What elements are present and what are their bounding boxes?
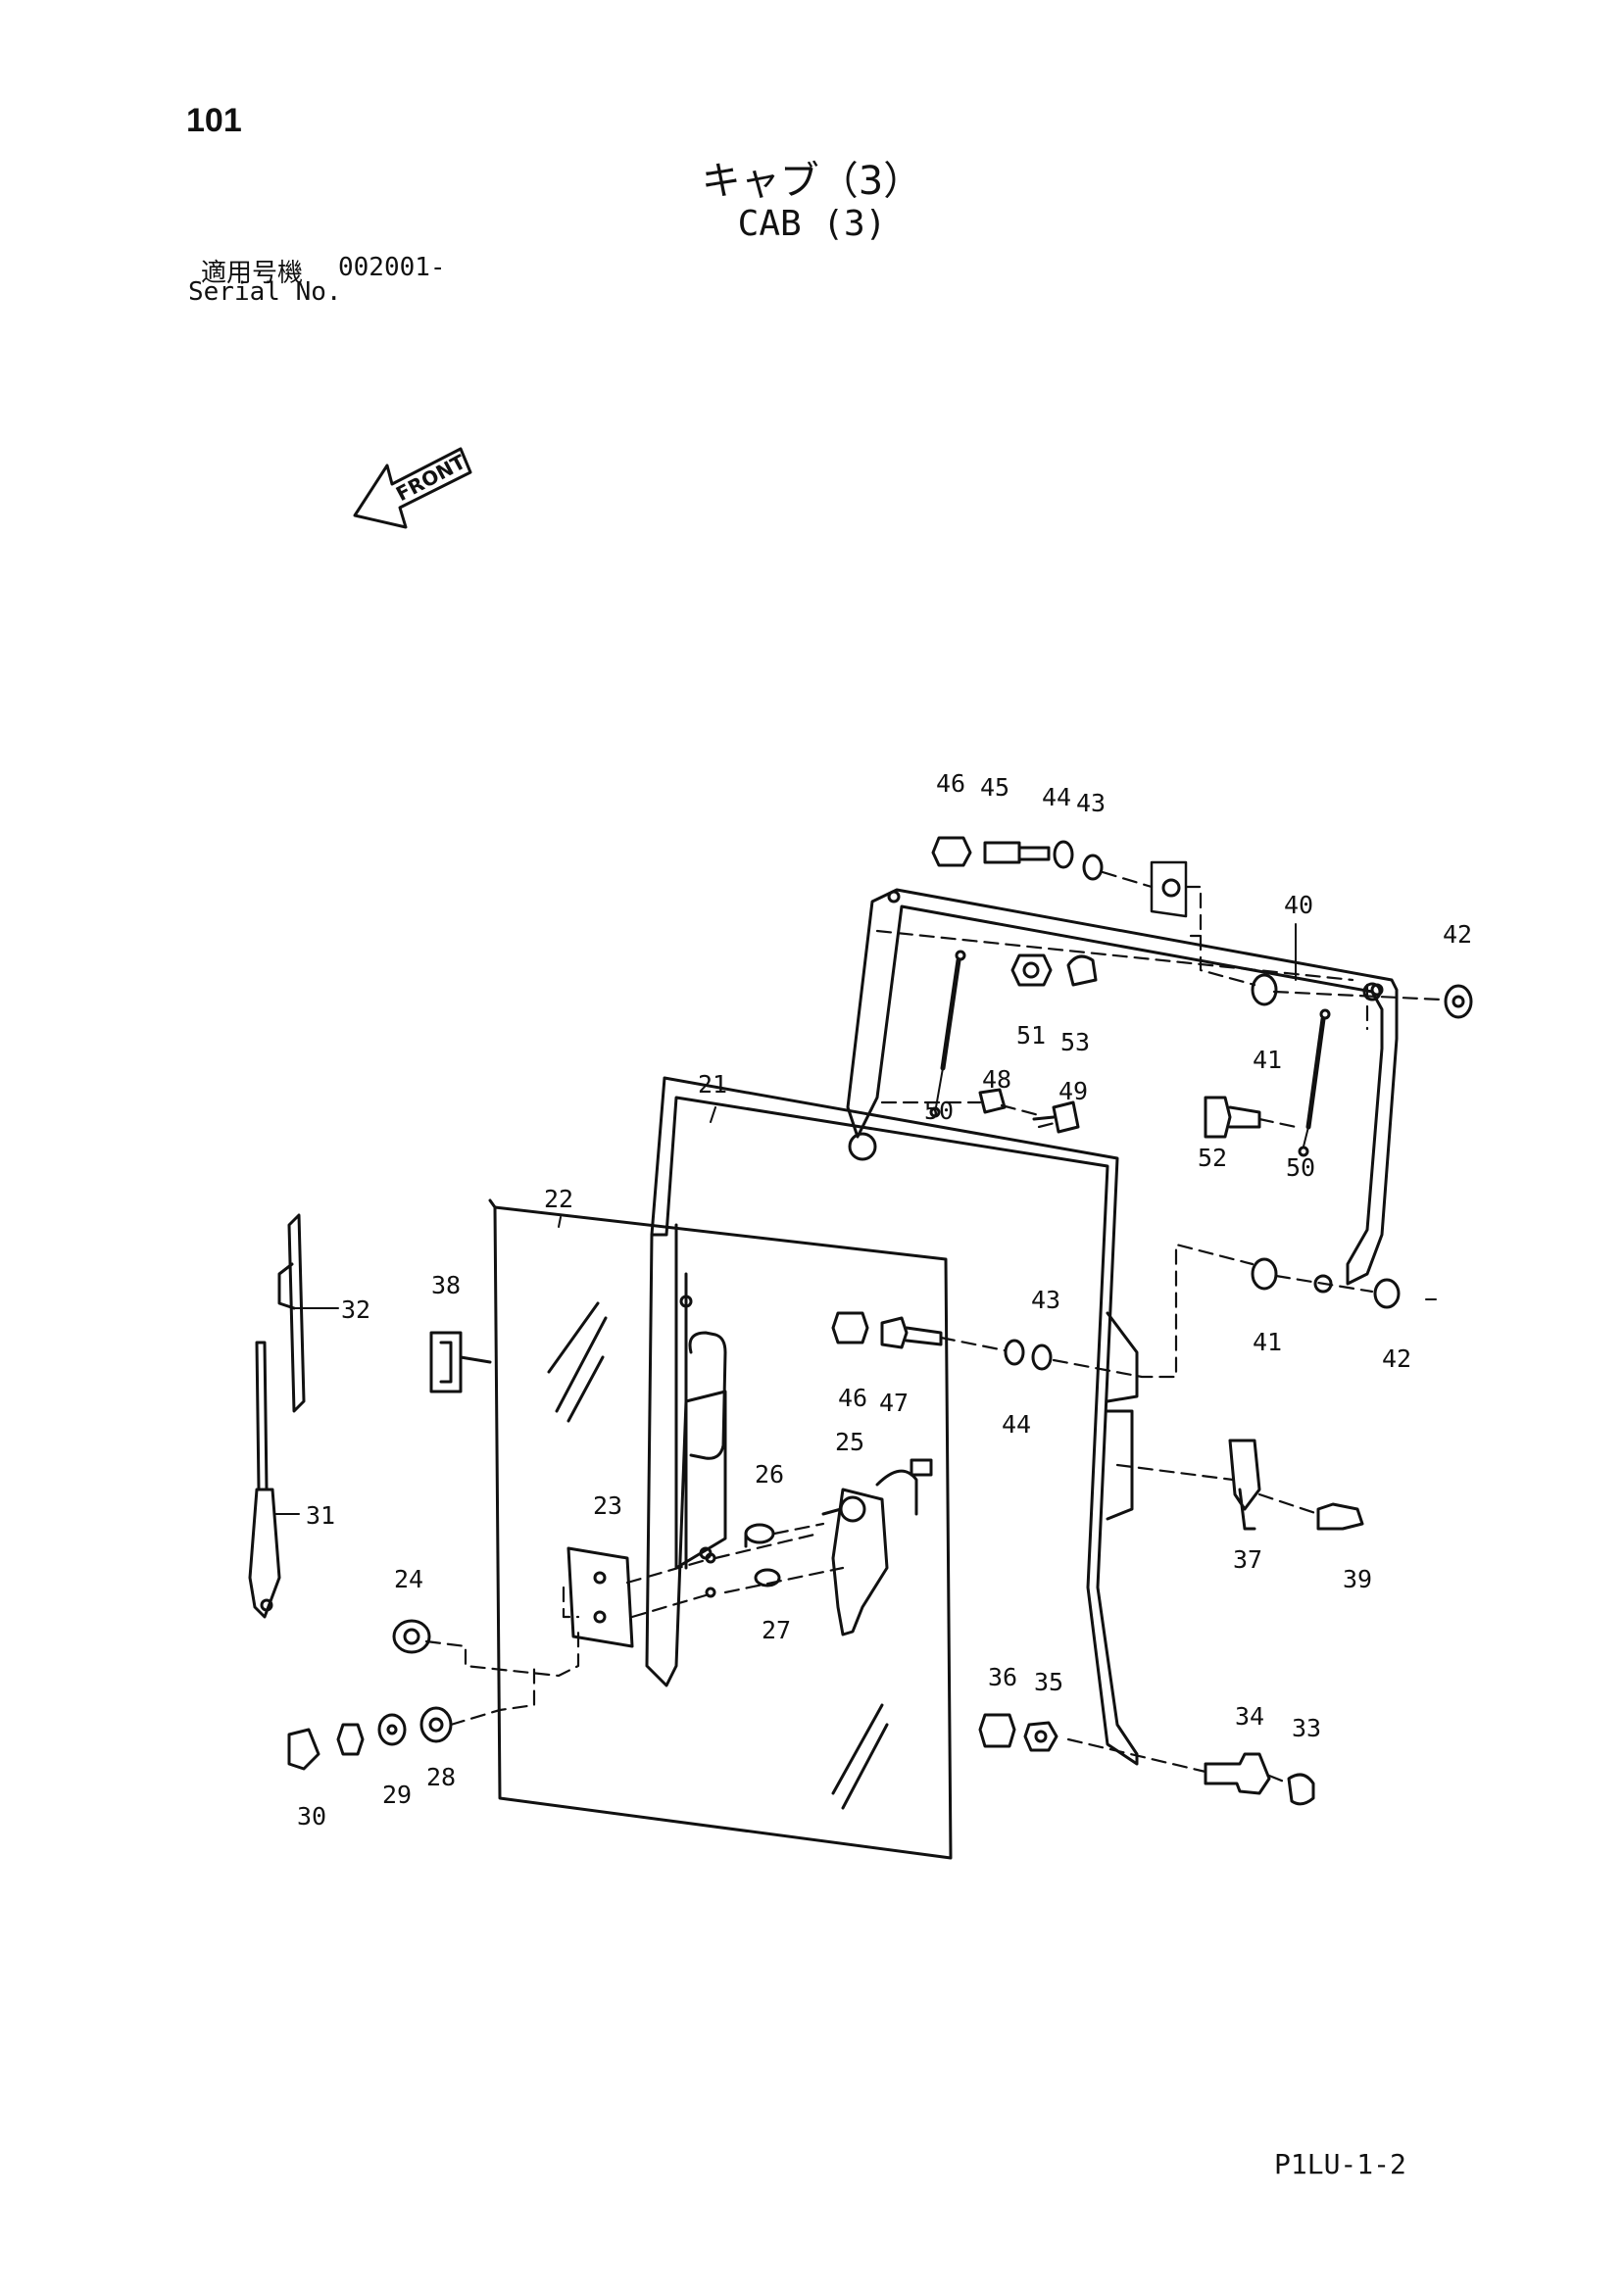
callout-48: 48 <box>982 1065 1011 1094</box>
callout-34: 34 <box>1235 1702 1264 1731</box>
cap-53 <box>1066 954 1098 987</box>
bolt-47 <box>880 1316 943 1349</box>
nut-51 <box>1010 953 1053 987</box>
callout-49: 49 <box>1058 1077 1088 1105</box>
gas-strut-right <box>1298 1008 1331 1157</box>
clip-48 <box>978 1088 1007 1114</box>
callout-52: 52 <box>1198 1144 1227 1172</box>
page-code: P1LU-1-2 <box>1274 2148 1406 2180</box>
grommet-28 <box>419 1706 453 1743</box>
latch-37 <box>1228 1439 1261 1531</box>
callout-44b: 44 <box>1002 1410 1031 1439</box>
washer-29 <box>377 1713 407 1746</box>
grommet-24 <box>392 1619 431 1654</box>
callout-39: 39 <box>1343 1565 1372 1593</box>
washer-44-top <box>1053 840 1074 869</box>
callout-45: 45 <box>980 773 1009 802</box>
gas-strut-left <box>929 950 966 1118</box>
pin-49 <box>1032 1100 1080 1134</box>
cap-nut-30 <box>287 1728 320 1771</box>
washer-43-mid <box>1031 1343 1053 1371</box>
serial-label-en: Serial No. <box>188 277 342 307</box>
bolt-52 <box>1204 1096 1261 1139</box>
washer-44-mid <box>1004 1339 1025 1366</box>
callout-50b: 50 <box>1286 1153 1315 1182</box>
stud-34 <box>1204 1752 1271 1795</box>
nut-46-mid <box>831 1311 869 1344</box>
callout-31: 31 <box>306 1501 335 1530</box>
callout-38: 38 <box>431 1271 461 1299</box>
callout-35: 35 <box>1034 1668 1063 1696</box>
callout-40: 40 <box>1284 891 1313 919</box>
callout-21: 21 <box>698 1070 727 1099</box>
callout-43: 43 <box>1076 789 1106 817</box>
page-title-en: CAB (3) <box>737 204 887 244</box>
callout-29: 29 <box>382 1781 412 1809</box>
callout-28: 28 <box>426 1763 456 1791</box>
nut-35 <box>1023 1721 1058 1752</box>
glass-panel <box>488 1198 953 1860</box>
nut-36 <box>978 1713 1016 1748</box>
callout-46b: 46 <box>838 1384 867 1412</box>
serial-value: 002001- <box>338 253 446 282</box>
callout-32: 32 <box>341 1295 370 1324</box>
callout-36: 36 <box>988 1663 1017 1691</box>
door-frame <box>645 1076 1139 1766</box>
cap-33 <box>1287 1773 1315 1806</box>
callout-53: 53 <box>1060 1028 1090 1056</box>
callout-51: 51 <box>1016 1021 1046 1050</box>
callout-41b: 41 <box>1253 1328 1282 1356</box>
callout-33: 33 <box>1292 1714 1321 1742</box>
callout-42b: 42 <box>1382 1344 1411 1373</box>
callout-24: 24 <box>394 1565 423 1593</box>
callout-47: 47 <box>879 1389 909 1417</box>
callout-23: 23 <box>593 1491 622 1520</box>
wiper-motor <box>821 1458 933 1637</box>
bracket-38 <box>429 1331 492 1393</box>
page-number: 101 <box>186 102 242 139</box>
bushing-26 <box>744 1523 775 1544</box>
page-title-jp: キャブ（3） <box>701 159 923 204</box>
callout-50: 50 <box>924 1097 954 1125</box>
washer-43-top <box>1082 854 1104 881</box>
callout-37: 37 <box>1233 1545 1262 1574</box>
bolt-39 <box>1316 1502 1364 1531</box>
callout-26: 26 <box>755 1460 784 1489</box>
callout-44: 44 <box>1042 783 1071 811</box>
collar-41-upper <box>1251 973 1278 1006</box>
washer-42-upper <box>1444 984 1473 1019</box>
nut-29a <box>336 1723 365 1756</box>
callout-42: 42 <box>1443 920 1472 949</box>
callout-25: 25 <box>835 1428 864 1456</box>
collar-41-lower <box>1251 1257 1278 1291</box>
nut-46-top <box>931 836 972 867</box>
bolt-45 <box>983 841 1051 864</box>
callout-41: 41 <box>1253 1046 1282 1074</box>
washer-42-lower <box>1373 1278 1401 1309</box>
wiper-arm <box>248 1341 281 1619</box>
serial-label-jp: 適用号機 <box>201 259 304 288</box>
callout-22: 22 <box>544 1185 573 1213</box>
callout-27: 27 <box>762 1616 791 1644</box>
callout-30: 30 <box>297 1802 326 1831</box>
callout-46: 46 <box>936 769 965 798</box>
callout-43b: 43 <box>1031 1286 1060 1314</box>
wiper-blade <box>277 1213 334 1413</box>
bushing-27 <box>754 1568 781 1588</box>
front-arrow-icon: FRONT <box>353 447 472 529</box>
